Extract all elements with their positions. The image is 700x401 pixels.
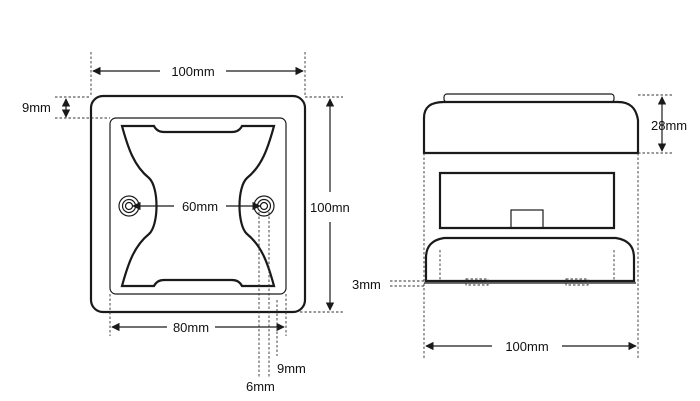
inner-frame [109,117,287,295]
base-label: 3mm [352,277,381,292]
top-cap [422,100,640,155]
inner-cutout [120,124,276,288]
width-label: 100mm [171,64,214,79]
inner-width-label: 80mm [173,320,209,335]
offset-6-label: 6mm [246,379,275,394]
base-slot [465,278,489,286]
base-slot [565,278,589,286]
border-label: 9mm [22,100,51,115]
center-tab [510,209,544,229]
outer-frame [89,94,307,314]
height-label: 100mn [310,200,350,215]
top-cap-rim [443,93,615,103]
depth-label: 28mm [651,118,687,133]
side-width-label: 100mm [505,339,548,354]
front-view: 100mm 9mm 100mn 60mm 80mm 6mm 9mm [22,52,350,394]
base-body [424,236,636,283]
offset-9-label: 9mm [277,361,306,376]
hole-spacing-label: 60mm [182,199,218,214]
side-view: 28mm 3mm 100mm [352,93,687,358]
middle-body [438,171,616,230]
